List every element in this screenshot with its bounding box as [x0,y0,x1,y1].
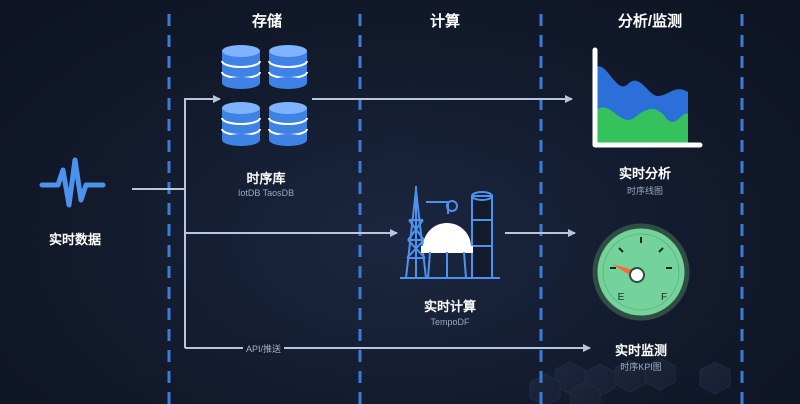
gauge-icon [592,223,690,321]
monitor-title: 实时监测 [614,343,667,358]
compute-subtitle: TempoDF [430,317,470,327]
gauge-full-label: F [660,292,668,303]
column-header-storage: 存储 [251,13,282,30]
area-chart-icon [592,47,703,148]
pulse-wave-icon [39,157,106,208]
monitor-subtitle: 时序KPI图 [620,362,662,372]
industrial-plant-icon [400,186,500,279]
analysis-subtitle: 时序线图 [626,186,663,196]
compute-title: 实时计算 [423,299,476,314]
analysis-title: 实时分析 [618,166,671,181]
column-header-analysis: 分析/监测 [617,13,683,30]
tsdb-title: 时序库 [246,171,286,186]
column-header-compute: 计算 [429,13,460,30]
tsdb-subtitle: IotDB TaosDB [237,188,295,198]
api-push-label: API/推送 [243,342,285,355]
gauge-empty-label: E [617,292,625,303]
column-dividers [167,14,744,404]
source-label: 实时数据 [48,232,101,247]
to-storage-arrow [184,95,221,348]
database-stack-icon [221,45,308,146]
hexagon-decoration [529,357,731,404]
